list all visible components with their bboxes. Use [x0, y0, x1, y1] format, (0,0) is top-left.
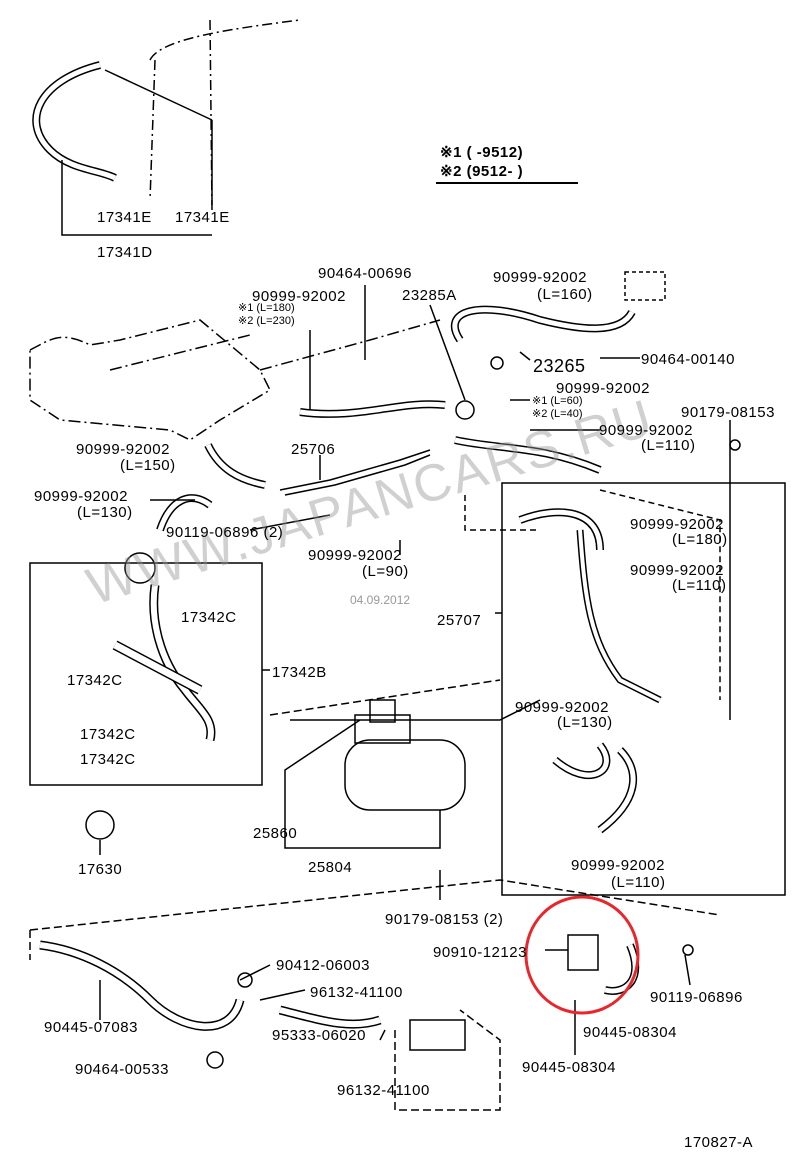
part-label: 25804: [308, 859, 353, 876]
part-label: 96132-41100: [310, 984, 403, 1001]
part-label: 17341E: [175, 209, 230, 226]
part-label: 90999-92002: [76, 441, 170, 458]
part-label: 90999-92002: [34, 488, 128, 505]
part-label: 90179-08153 (2): [385, 911, 504, 928]
part-label: 90999-92002: [556, 380, 650, 397]
note-2: ※2 (9512- ): [440, 163, 524, 180]
part-label: 25860: [253, 825, 298, 842]
part-label: 17342B: [272, 664, 327, 681]
part-label: 17342C: [67, 672, 123, 689]
part-label: 96132-41100: [337, 1082, 430, 1099]
part-label: 90999-92002: [252, 288, 346, 305]
part-label: 90445-08304: [583, 1024, 677, 1041]
part-label: 90999-92002: [630, 516, 724, 533]
part-label: 90179-08153: [681, 404, 775, 421]
part-label: 90999-92002: [308, 547, 402, 564]
part-label: 90999-92002: [630, 562, 724, 579]
part-label: 90119-06896 (2): [166, 524, 284, 541]
part-label: 17630: [78, 861, 123, 878]
part-label: 90464-00140: [641, 351, 735, 368]
part-label: 17341D: [97, 244, 153, 261]
part-label: 25707: [437, 612, 482, 629]
part-label: (L=180): [672, 531, 728, 548]
part-label: 90999-92002: [493, 269, 587, 286]
part-label: 17342C: [181, 609, 237, 626]
part-label: 90999-92002: [571, 857, 665, 874]
part-label: 90119-06896: [650, 989, 743, 1006]
note-1: ※1 ( -9512): [440, 144, 524, 161]
part-label: 95333-06020: [272, 1027, 366, 1044]
part-label: 90464-00533: [75, 1061, 169, 1078]
part-label: 90999-92002: [515, 699, 609, 716]
part-label: 90445-07083: [44, 1019, 138, 1036]
part-label: 23265: [533, 356, 586, 376]
part-label: 23285A: [402, 287, 457, 304]
part-label: 90910-12123: [433, 944, 527, 961]
part-label: (L=110): [641, 437, 696, 454]
part-label: (L=110): [611, 874, 666, 891]
part-label: (L=160): [537, 286, 593, 303]
part-label: ※1 (L=180): [238, 302, 295, 314]
part-label: (L=90): [362, 563, 409, 580]
part-label: ※2 (L=230): [238, 315, 295, 327]
part-label: 17341E: [97, 209, 152, 226]
diagram-code: 170827-A: [684, 1134, 754, 1151]
part-label: 90445-08304: [522, 1059, 616, 1076]
part-label: (L=110): [672, 577, 727, 594]
date-stamp: 04.09.2012: [350, 593, 411, 607]
part-label: (L=150): [120, 457, 176, 474]
part-label: (L=130): [77, 504, 133, 521]
part-label: ※1 (L=60): [532, 395, 583, 407]
part-label: (L=130): [557, 714, 613, 731]
part-label: 90999-92002: [599, 422, 693, 439]
part-label: 90412-06003: [276, 957, 370, 974]
part-label: 17342C: [80, 751, 136, 768]
part-label: 90464-00696: [318, 265, 412, 282]
part-label: 25706: [291, 441, 336, 458]
part-label: 17342C: [80, 726, 136, 743]
part-label: ※2 (L=40): [532, 408, 583, 420]
